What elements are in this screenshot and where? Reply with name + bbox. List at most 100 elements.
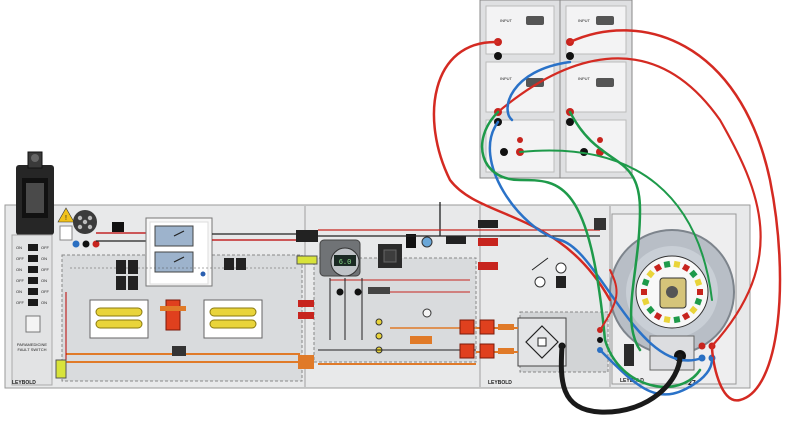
key-switch-icon[interactable]	[31, 154, 39, 162]
fuse-holder[interactable]	[446, 236, 466, 244]
input-label-4: INPUT	[578, 76, 591, 81]
input-label-2: INPUT	[578, 18, 591, 23]
toggle-switch[interactable]	[28, 266, 38, 273]
ring-segment	[641, 289, 647, 295]
input-label-3: INPUT	[500, 76, 513, 81]
wire-red-upper	[496, 57, 762, 348]
status-led	[200, 271, 206, 277]
switch-label: OFF	[16, 256, 25, 261]
connector-orange-1[interactable]	[459, 319, 475, 335]
counter-value: 27	[688, 380, 696, 387]
fuse-icon[interactable]	[116, 258, 246, 290]
ring-segment	[689, 305, 698, 315]
fault-indicator	[25, 315, 41, 333]
switch-label: ON	[41, 278, 47, 283]
small-box	[172, 346, 186, 356]
ring-segment	[646, 305, 655, 315]
bridge-plug-red-1[interactable]	[298, 300, 314, 307]
switch-label: OFF	[41, 267, 50, 272]
battery-pack-2	[203, 299, 263, 339]
safety-label	[59, 225, 73, 241]
plug-red-2[interactable]	[478, 262, 498, 270]
switch-label: OFF	[16, 300, 25, 305]
ring-segment	[694, 278, 703, 287]
ring-segment	[689, 269, 698, 279]
socket-blue[interactable]	[72, 240, 80, 248]
ring-segment	[646, 269, 655, 279]
plug-black[interactable]	[478, 220, 498, 228]
power-switch[interactable]	[406, 234, 416, 248]
ring-segment	[673, 316, 681, 324]
switch-label: ON	[16, 267, 22, 272]
switch-label: ON	[41, 256, 47, 261]
sensor-unit: LEYBOLD 27	[609, 213, 737, 387]
sensor-ring	[641, 260, 703, 324]
key-switch-unit	[16, 151, 54, 235]
bridge-plug-top[interactable]	[296, 230, 318, 242]
switch-rows[interactable]: ON OFF OFF ON ON OFF OFF ON ON OFF OFF ON	[16, 244, 50, 306]
indicator-lamp	[421, 236, 433, 248]
sub-d-connector-2[interactable]	[596, 16, 614, 25]
ring-segment	[673, 260, 681, 268]
resistor	[410, 336, 432, 344]
corner-terminal[interactable]	[594, 218, 606, 230]
panel-3: LEYBOLD	[476, 218, 606, 386]
switch-label: OFF	[41, 245, 50, 250]
bridge-plug-yellow[interactable]	[296, 255, 318, 265]
battery-pack-1	[89, 299, 149, 339]
warning-triangle-icon	[57, 207, 75, 223]
wire-black-long	[558, 343, 683, 415]
toggle-switch[interactable]	[28, 288, 38, 295]
logger-stack: INPUT INPUT INPUT INPUT	[479, 0, 633, 179]
connector-orange-2[interactable]	[459, 343, 475, 359]
wire-green-2	[480, 110, 702, 389]
ring-segment	[681, 312, 691, 321]
ring-segment	[641, 297, 650, 306]
battery-icon	[95, 307, 143, 317]
socket-red[interactable]	[92, 240, 100, 248]
small-switch[interactable]	[112, 222, 124, 232]
ring-segment	[681, 263, 691, 272]
wire-red-short	[599, 269, 618, 331]
switch-caption-2: FAULT SWITCH	[18, 347, 47, 352]
bridge-plug-orange[interactable]	[298, 355, 314, 369]
socket-black[interactable]	[82, 240, 90, 248]
ring-segment	[653, 263, 663, 272]
ring-segment	[641, 278, 650, 287]
bridge-rectifier-icon	[525, 325, 559, 359]
toggle-switch[interactable]	[28, 299, 38, 306]
wire-blue-2	[506, 60, 714, 396]
wire-green-3	[519, 149, 713, 301]
switch-label: OFF	[16, 278, 25, 283]
wire-green-1	[568, 110, 642, 352]
wire-blue-1	[488, 120, 704, 362]
panel-2: 6.0	[318, 202, 520, 365]
warning-mark: !	[65, 215, 67, 222]
plug-red-1[interactable]	[478, 238, 498, 246]
sub-d-connector-1[interactable]	[526, 16, 544, 25]
meter-display: 6.0	[339, 259, 352, 267]
input-label-1: INPUT	[500, 18, 513, 23]
wire-red-right	[568, 29, 782, 402]
ring-segment	[697, 289, 703, 295]
switch-label: ON	[16, 289, 22, 294]
toggle-switch[interactable]	[28, 244, 38, 251]
wire-red-left	[432, 40, 612, 302]
yellow-connector[interactable]	[55, 359, 67, 379]
panel-1: !	[12, 207, 300, 386]
wires	[432, 29, 782, 415]
ring-segment	[653, 312, 663, 321]
center-connector[interactable]	[165, 299, 181, 331]
brand-label-1: LEYBOLD	[12, 380, 36, 386]
switch-label: ON	[16, 245, 22, 250]
bridge-plug-red-2[interactable]	[298, 312, 314, 319]
switch-label: OFF	[41, 289, 50, 294]
ring-segment	[694, 297, 703, 306]
brand-label-2: LEYBOLD	[488, 380, 512, 386]
toggle-switch[interactable]	[28, 255, 38, 262]
toggle-switch[interactable]	[28, 277, 38, 284]
ring-segment	[663, 316, 671, 324]
switch-label: ON	[41, 300, 47, 305]
